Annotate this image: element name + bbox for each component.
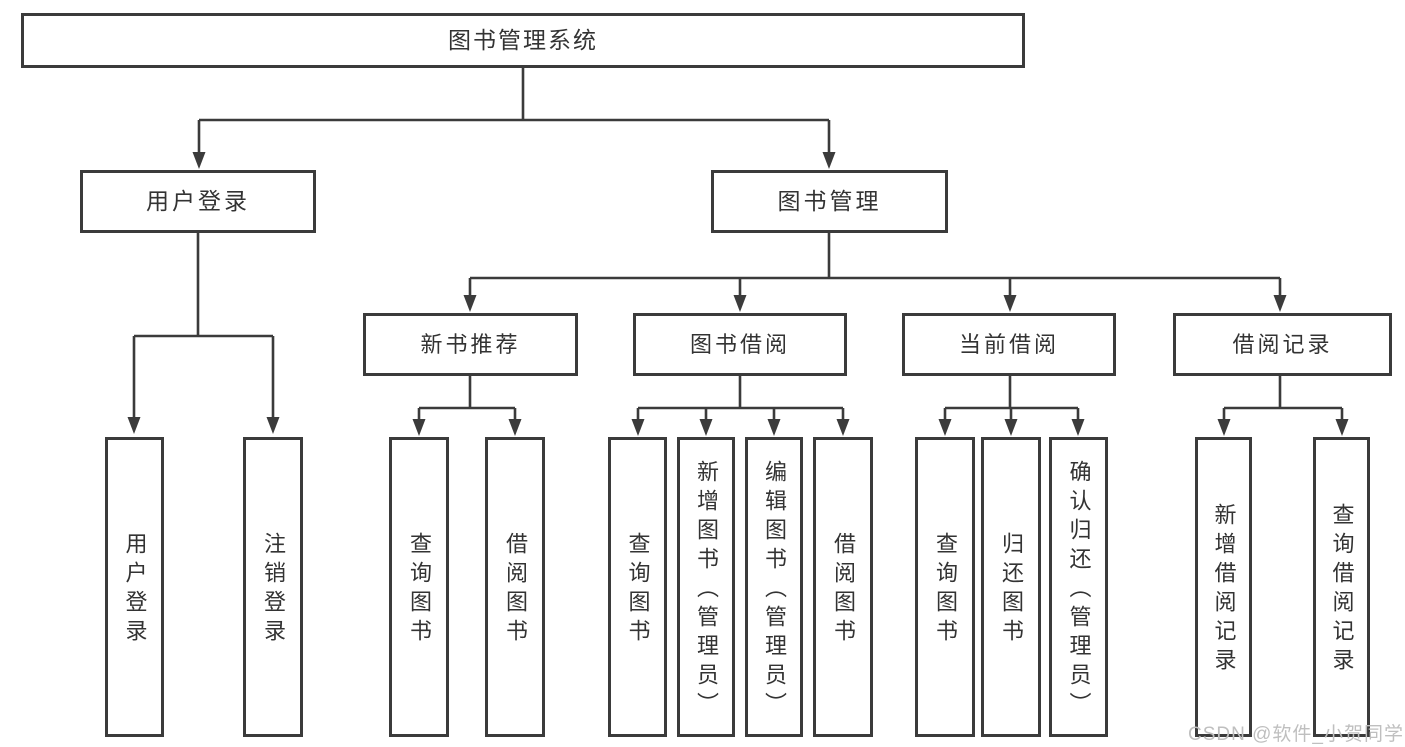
leaf-query-books-current: 查询图书 bbox=[915, 437, 975, 737]
arrowheads bbox=[127, 152, 1349, 436]
leaf-user-login: 用户登录 bbox=[105, 437, 164, 737]
node-library-management-system: 图书管理系统 bbox=[21, 13, 1025, 68]
node-user-login: 用户登录 bbox=[80, 170, 316, 233]
leaf-query-books-recommend: 查询图书 bbox=[389, 437, 449, 737]
leaf-confirm-return-admin: 确认归还（管理员） bbox=[1049, 437, 1108, 737]
leaf-borrow-books: 借阅图书 bbox=[813, 437, 873, 737]
leaf-query-borrow-record: 查询借阅记录 bbox=[1313, 437, 1370, 737]
node-borrow-records: 借阅记录 bbox=[1173, 313, 1392, 376]
node-book-borrow: 图书借阅 bbox=[633, 313, 847, 376]
node-book-management: 图书管理 bbox=[711, 170, 948, 233]
leaf-add-book-admin: 新增图书（管理员） bbox=[677, 437, 735, 737]
node-current-borrow: 当前借阅 bbox=[902, 313, 1116, 376]
leaf-borrow-books-recommend: 借阅图书 bbox=[485, 437, 545, 737]
leaf-edit-book-admin: 编辑图书（管理员） bbox=[745, 437, 803, 737]
csdn-watermark: CSDN @软件_小贺同学 bbox=[1188, 724, 1404, 745]
node-new-book-recommend: 新书推荐 bbox=[363, 313, 578, 376]
leaf-return-books: 归还图书 bbox=[981, 437, 1041, 737]
leaf-add-borrow-record: 新增借阅记录 bbox=[1195, 437, 1252, 737]
leaf-logout: 注销登录 bbox=[243, 437, 303, 737]
leaf-query-books-borrow: 查询图书 bbox=[608, 437, 667, 737]
connector-edges bbox=[132, 68, 1344, 421]
